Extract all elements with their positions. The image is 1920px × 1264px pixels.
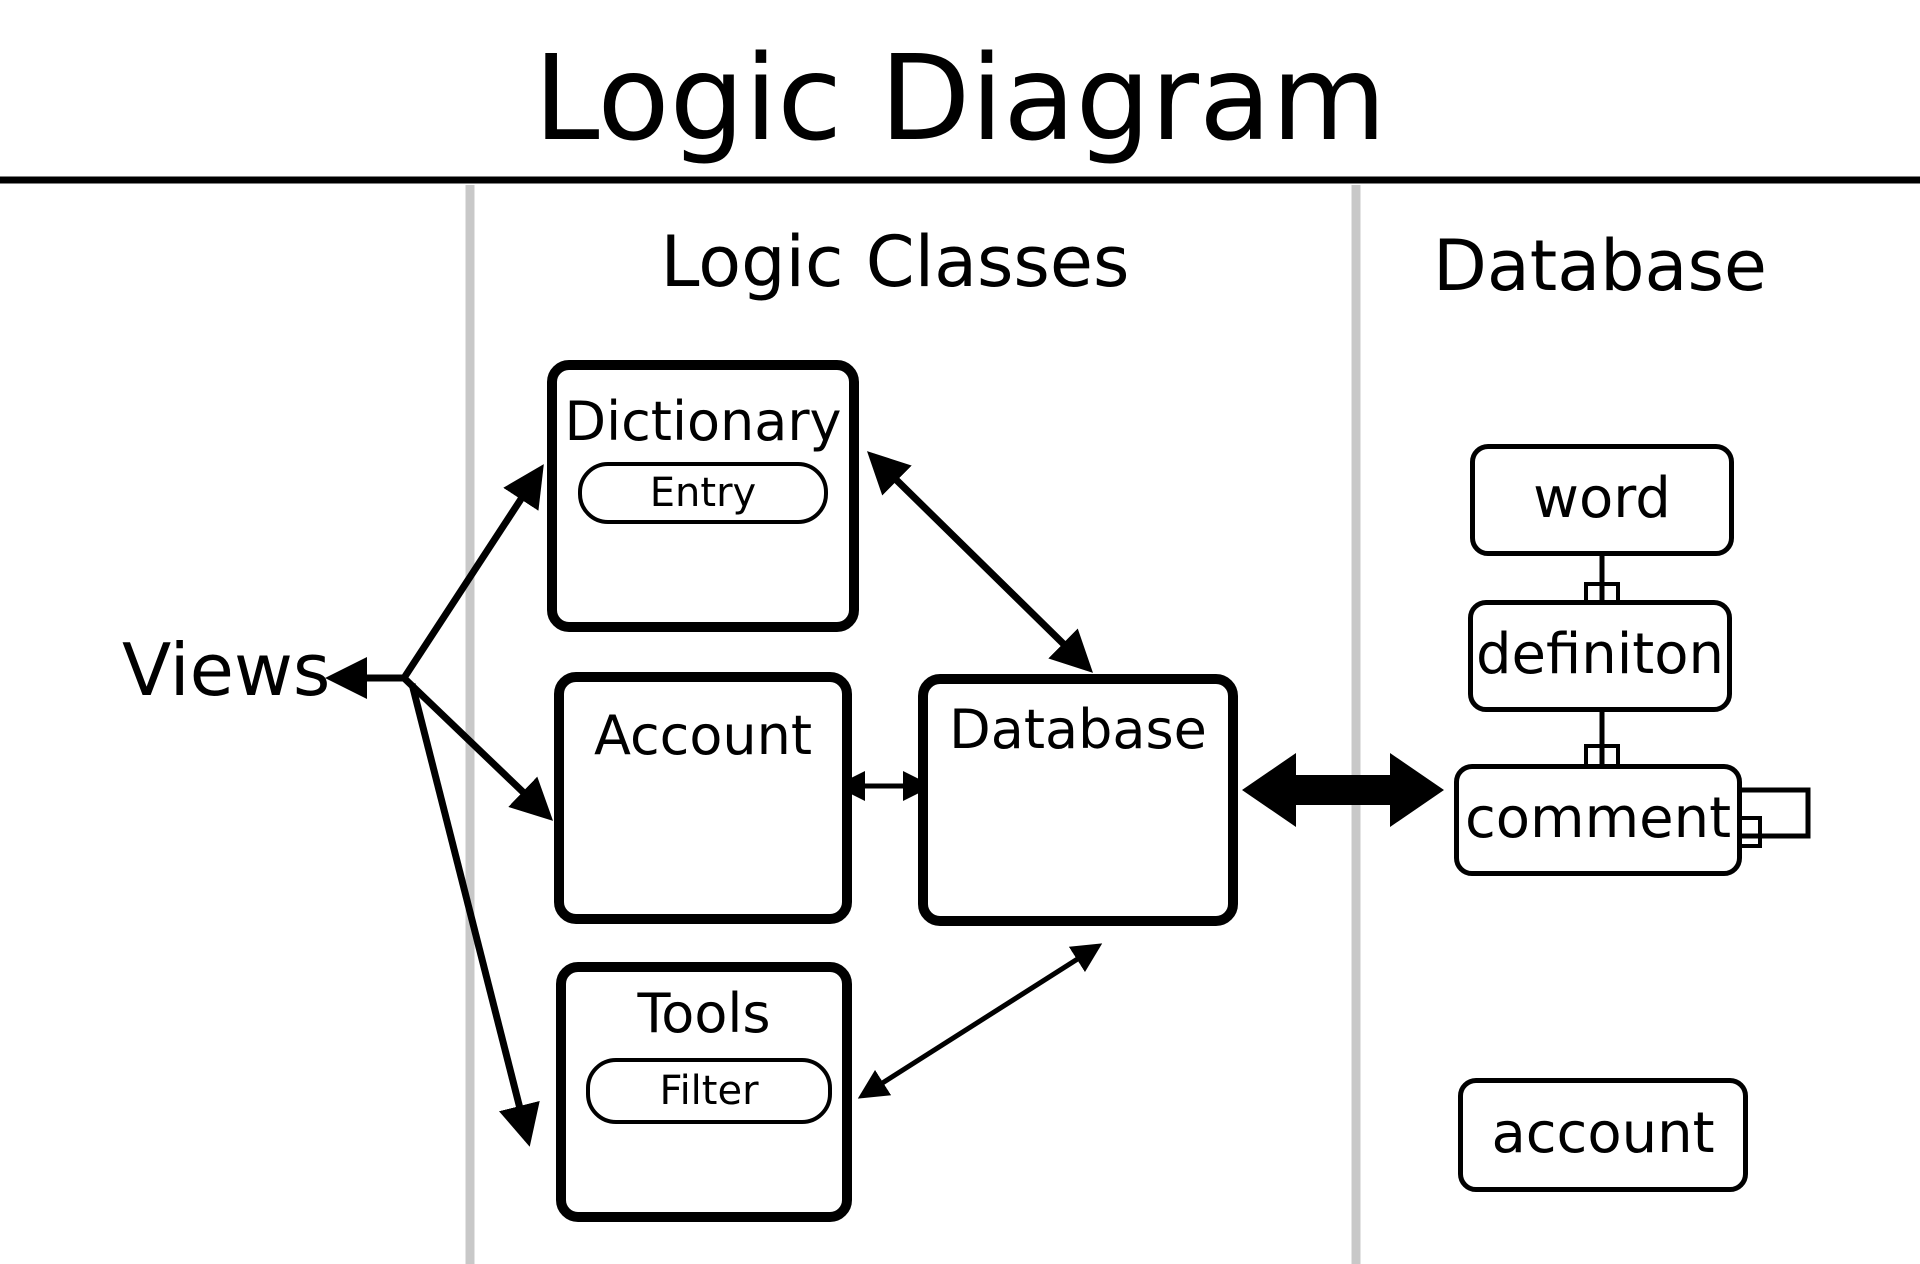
comment-self-relation bbox=[1740, 787, 1811, 839]
table-account: account bbox=[1458, 1078, 1748, 1192]
database-class-label: Database bbox=[949, 698, 1207, 761]
table-definition: definiton bbox=[1468, 600, 1732, 712]
tools-class-box: Tools Filter bbox=[556, 962, 852, 1222]
views-to-tools-arrow bbox=[408, 683, 540, 1147]
page-title: Logic Diagram bbox=[533, 29, 1387, 167]
entry-pill: Entry bbox=[578, 462, 828, 524]
database-class-box: Database bbox=[918, 674, 1238, 926]
account-label: Account bbox=[593, 704, 813, 767]
account-class-box: Account bbox=[554, 672, 852, 924]
table-word: word bbox=[1470, 444, 1734, 556]
tools-label: Tools bbox=[637, 982, 771, 1045]
tools-database-arrow bbox=[857, 943, 1103, 1099]
dictionary-database-arrow bbox=[867, 451, 1093, 673]
column-header-database: Database bbox=[1432, 225, 1767, 307]
filter-pill: Filter bbox=[586, 1058, 832, 1124]
table-comment: comment bbox=[1454, 764, 1742, 876]
views-to-account-arrow bbox=[401, 675, 554, 821]
comment-self-key bbox=[1738, 816, 1762, 848]
column-header-logic-classes: Logic Classes bbox=[660, 221, 1130, 303]
views-to-dictionary-arrow bbox=[401, 464, 544, 680]
database-link-double-arrow bbox=[1242, 753, 1444, 827]
dictionary-class-box: Dictionary Entry bbox=[547, 360, 859, 632]
dictionary-label: Dictionary bbox=[564, 390, 842, 453]
views-label: Views bbox=[122, 628, 331, 712]
